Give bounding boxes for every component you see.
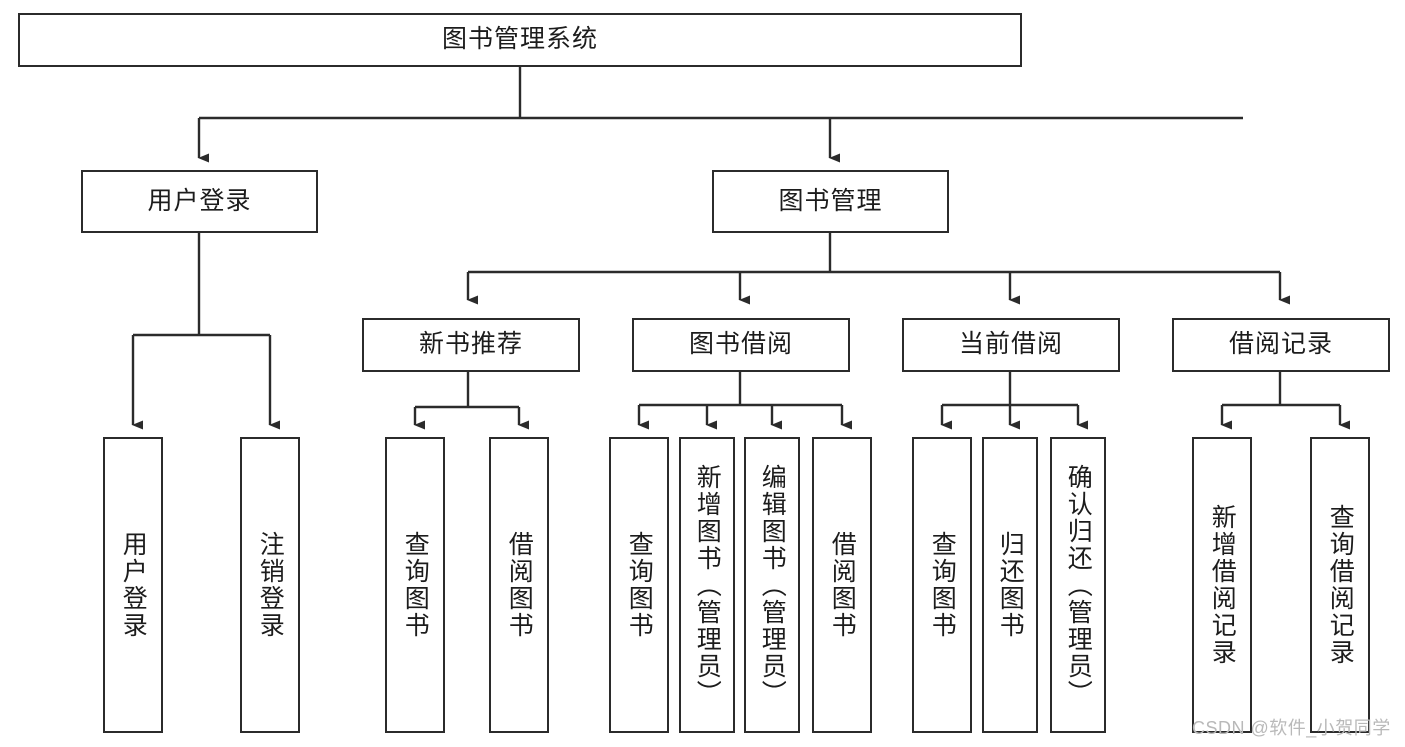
leaf-bookborrow-query-book[interactable]: 查询图书: [609, 437, 669, 733]
leaf-bookborrow-borrow-book[interactable]: 借阅图书: [812, 437, 872, 733]
leaf-label: 新增借阅记录: [1208, 504, 1237, 666]
node-current-borrow[interactable]: 当前借阅: [902, 318, 1120, 372]
leaf-label: 归还图书: [996, 531, 1025, 639]
node-new-book-recommend[interactable]: 新书推荐: [362, 318, 580, 372]
leaf-label: 查询借阅记录: [1326, 504, 1355, 666]
leaf-label: 确认归还（管理员）: [1064, 463, 1093, 707]
leaf-label: 借阅图书: [505, 531, 534, 639]
leaf-label: 新增图书（管理员）: [693, 463, 722, 707]
leaf-currentborrow-query-book[interactable]: 查询图书: [912, 437, 972, 733]
leaf-bookborrow-add-book-admin[interactable]: 新增图书（管理员）: [679, 437, 735, 733]
leaf-label: 查询图书: [401, 531, 430, 639]
leaf-newbook-borrow-book[interactable]: 借阅图书: [489, 437, 549, 733]
leaf-user-login-login[interactable]: 用户登录: [103, 437, 163, 733]
leaf-label: 借阅图书: [828, 531, 857, 639]
leaf-label: 用户登录: [119, 531, 148, 639]
node-borrow-record[interactable]: 借阅记录: [1172, 318, 1390, 372]
leaf-borrowrecord-add-record[interactable]: 新增借阅记录: [1192, 437, 1252, 733]
node-book-borrow[interactable]: 图书借阅: [632, 318, 850, 372]
leaf-user-login-logout[interactable]: 注销登录: [240, 437, 300, 733]
leaf-label: 编辑图书（管理员）: [758, 463, 787, 707]
leaf-newbook-query-book[interactable]: 查询图书: [385, 437, 445, 733]
leaf-label: 注销登录: [256, 531, 285, 639]
leaf-currentborrow-confirm-return-admin[interactable]: 确认归还（管理员）: [1050, 437, 1106, 733]
node-book-management[interactable]: 图书管理: [712, 170, 949, 233]
node-root-system[interactable]: 图书管理系统: [18, 13, 1022, 67]
leaf-label: 查询图书: [928, 531, 957, 639]
leaf-bookborrow-edit-book-admin[interactable]: 编辑图书（管理员）: [744, 437, 800, 733]
leaf-currentborrow-return-book[interactable]: 归还图书: [982, 437, 1038, 733]
csdn-watermark: CSDN @软件_小贺同学: [1192, 718, 1391, 738]
node-user-login[interactable]: 用户登录: [81, 170, 318, 233]
leaf-borrowrecord-query-record[interactable]: 查询借阅记录: [1310, 437, 1370, 733]
leaf-label: 查询图书: [625, 531, 654, 639]
